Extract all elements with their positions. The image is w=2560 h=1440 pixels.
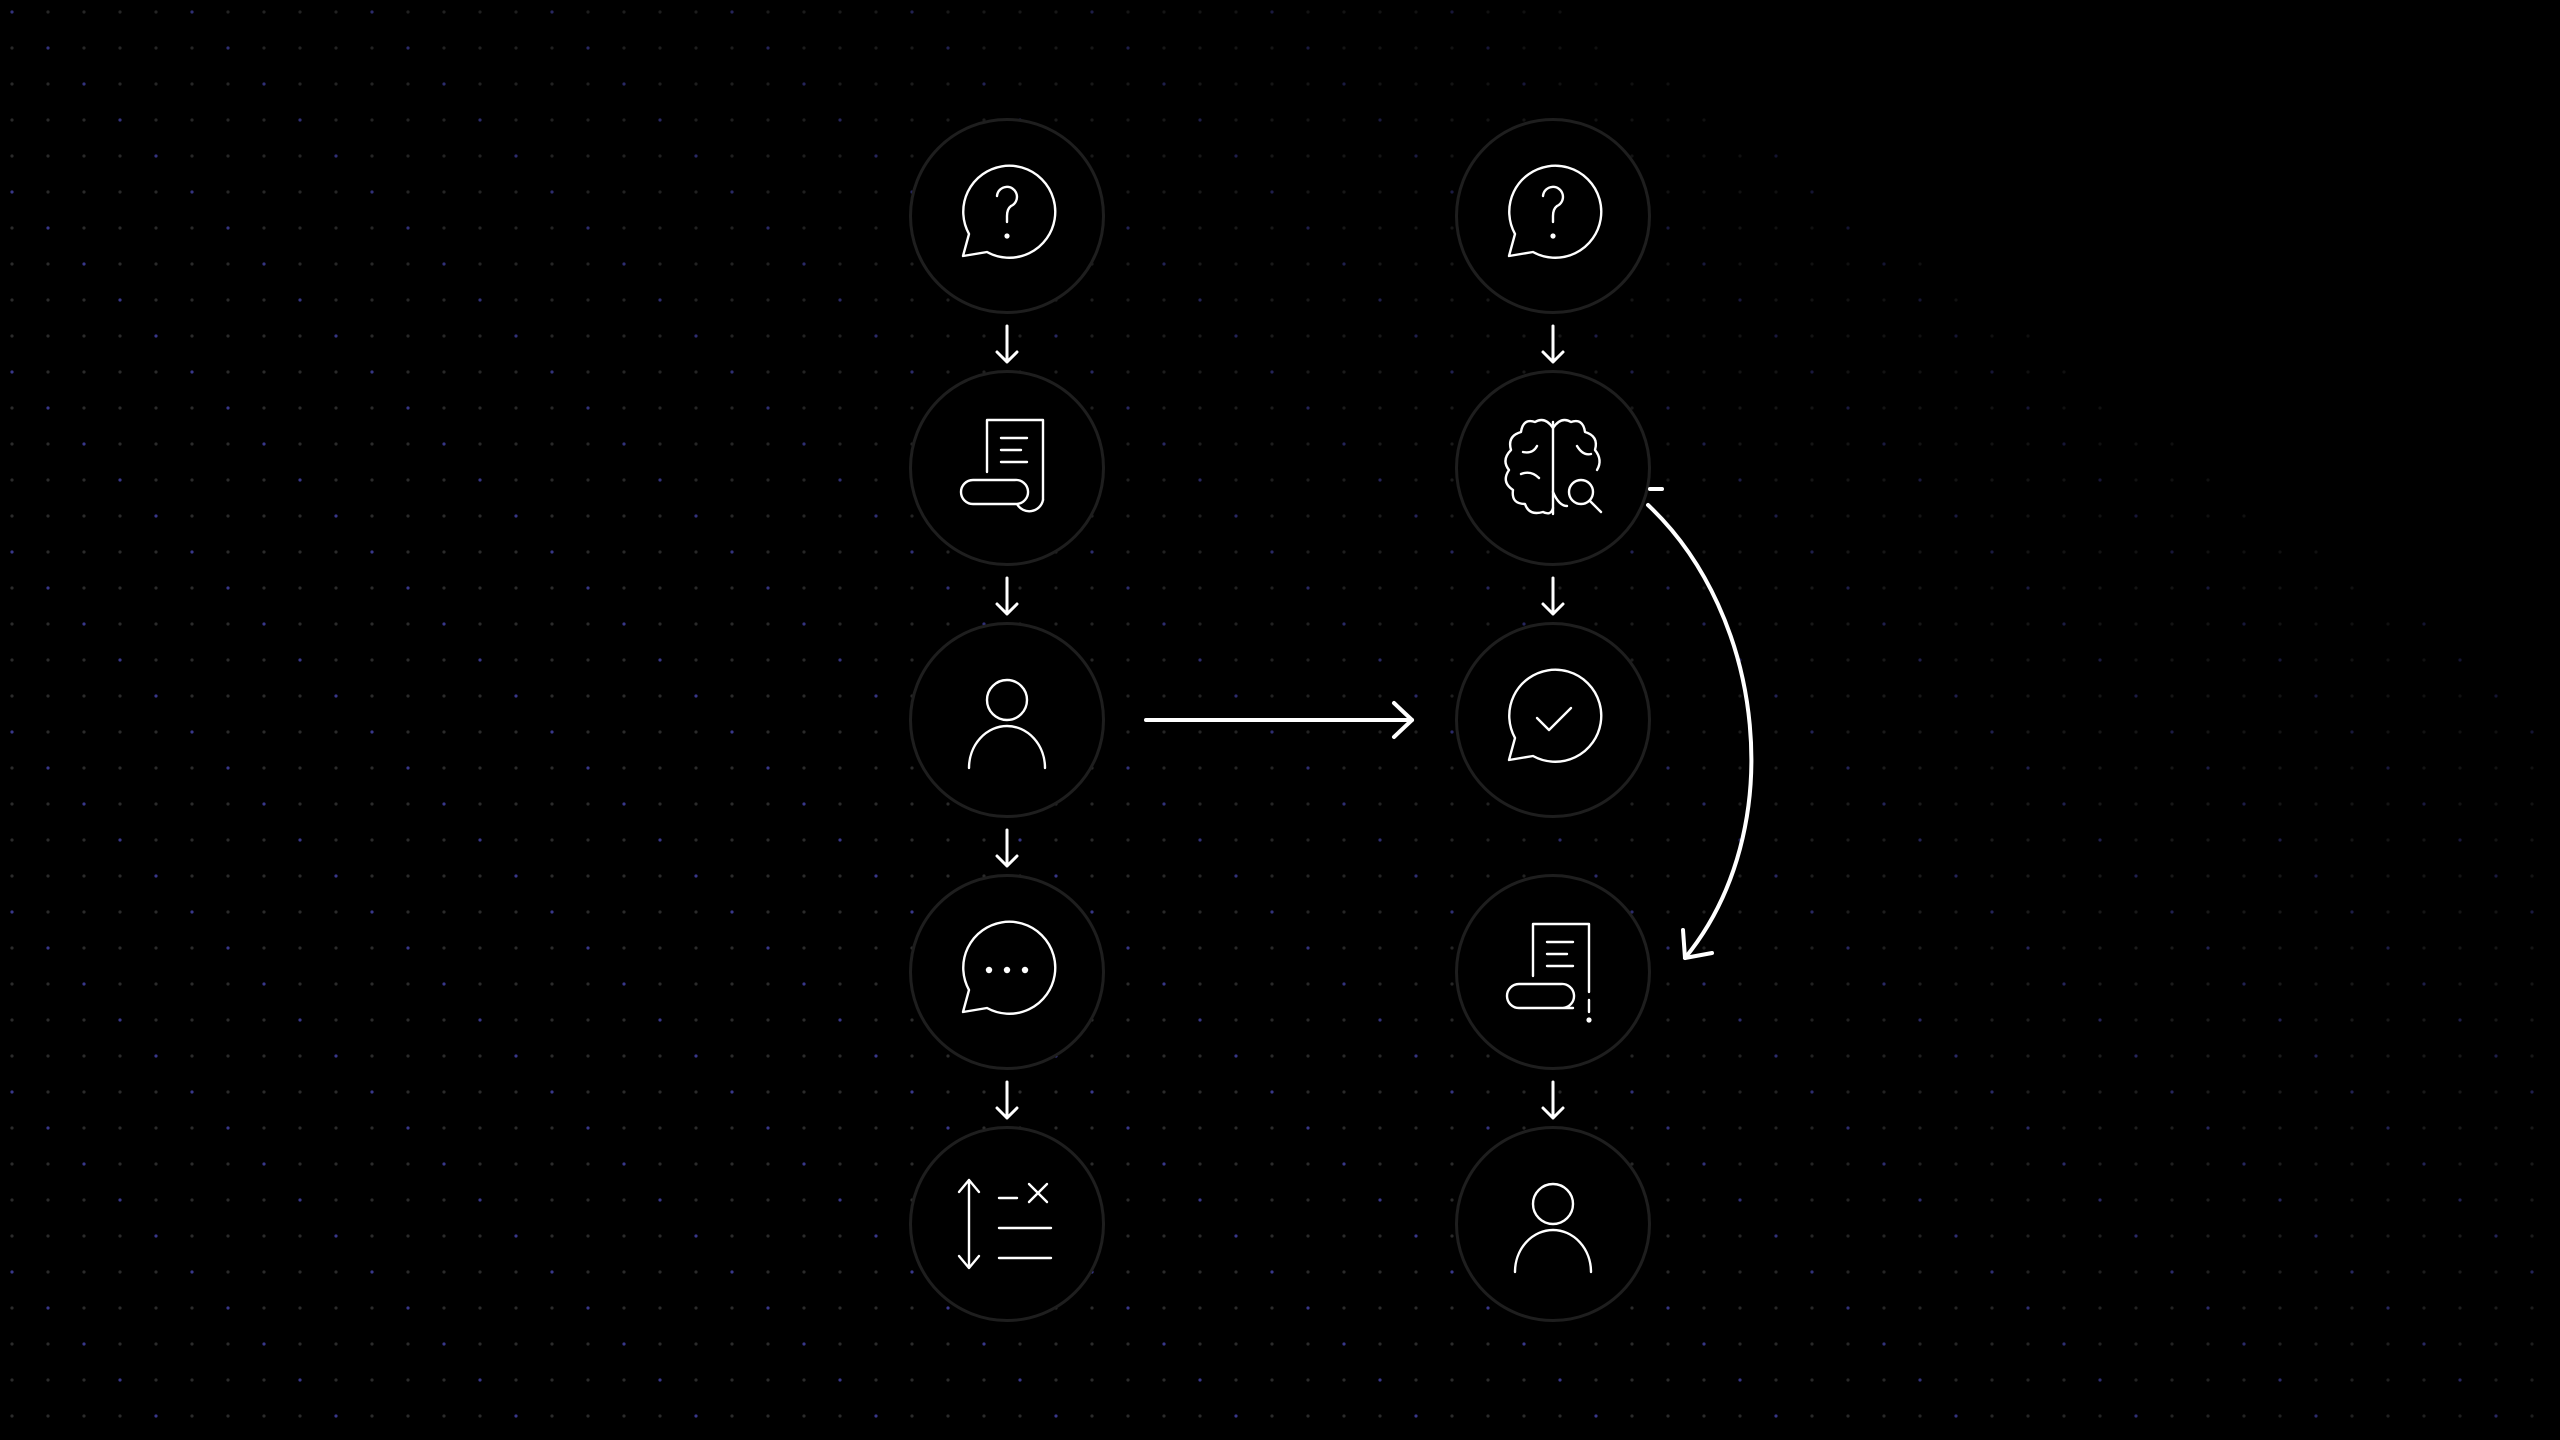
brain-search-icon (1504, 418, 1603, 516)
chat-ellipsis-icon (961, 920, 1057, 1015)
left-node-chat (909, 874, 1105, 1070)
question-bubble-icon (1507, 164, 1603, 259)
scroll-document-icon (959, 418, 1045, 513)
person-icon (1513, 1182, 1593, 1274)
down-arrow (1533, 320, 1573, 370)
check-bubble-icon (1507, 668, 1603, 763)
down-arrow (987, 320, 1027, 370)
left-node-person (909, 622, 1105, 818)
left-node-sort-list (909, 1126, 1105, 1322)
right-node-question (1455, 118, 1651, 314)
left-node-document (909, 370, 1105, 566)
sort-list-icon (957, 1178, 1053, 1270)
down-arrow (1533, 1076, 1573, 1126)
right-node-check (1455, 622, 1651, 818)
down-arrow (987, 1076, 1027, 1126)
down-arrow (987, 572, 1027, 622)
right-node-document-alert (1455, 874, 1651, 1070)
right-node-brain-search (1455, 370, 1651, 566)
left-node-question (909, 118, 1105, 314)
scroll-document-alert-icon (1505, 922, 1592, 1023)
question-bubble-icon (961, 164, 1057, 259)
down-arrow (1533, 572, 1573, 622)
person-icon (967, 678, 1047, 770)
down-arrow (987, 824, 1027, 874)
right-node-person (1455, 1126, 1651, 1322)
